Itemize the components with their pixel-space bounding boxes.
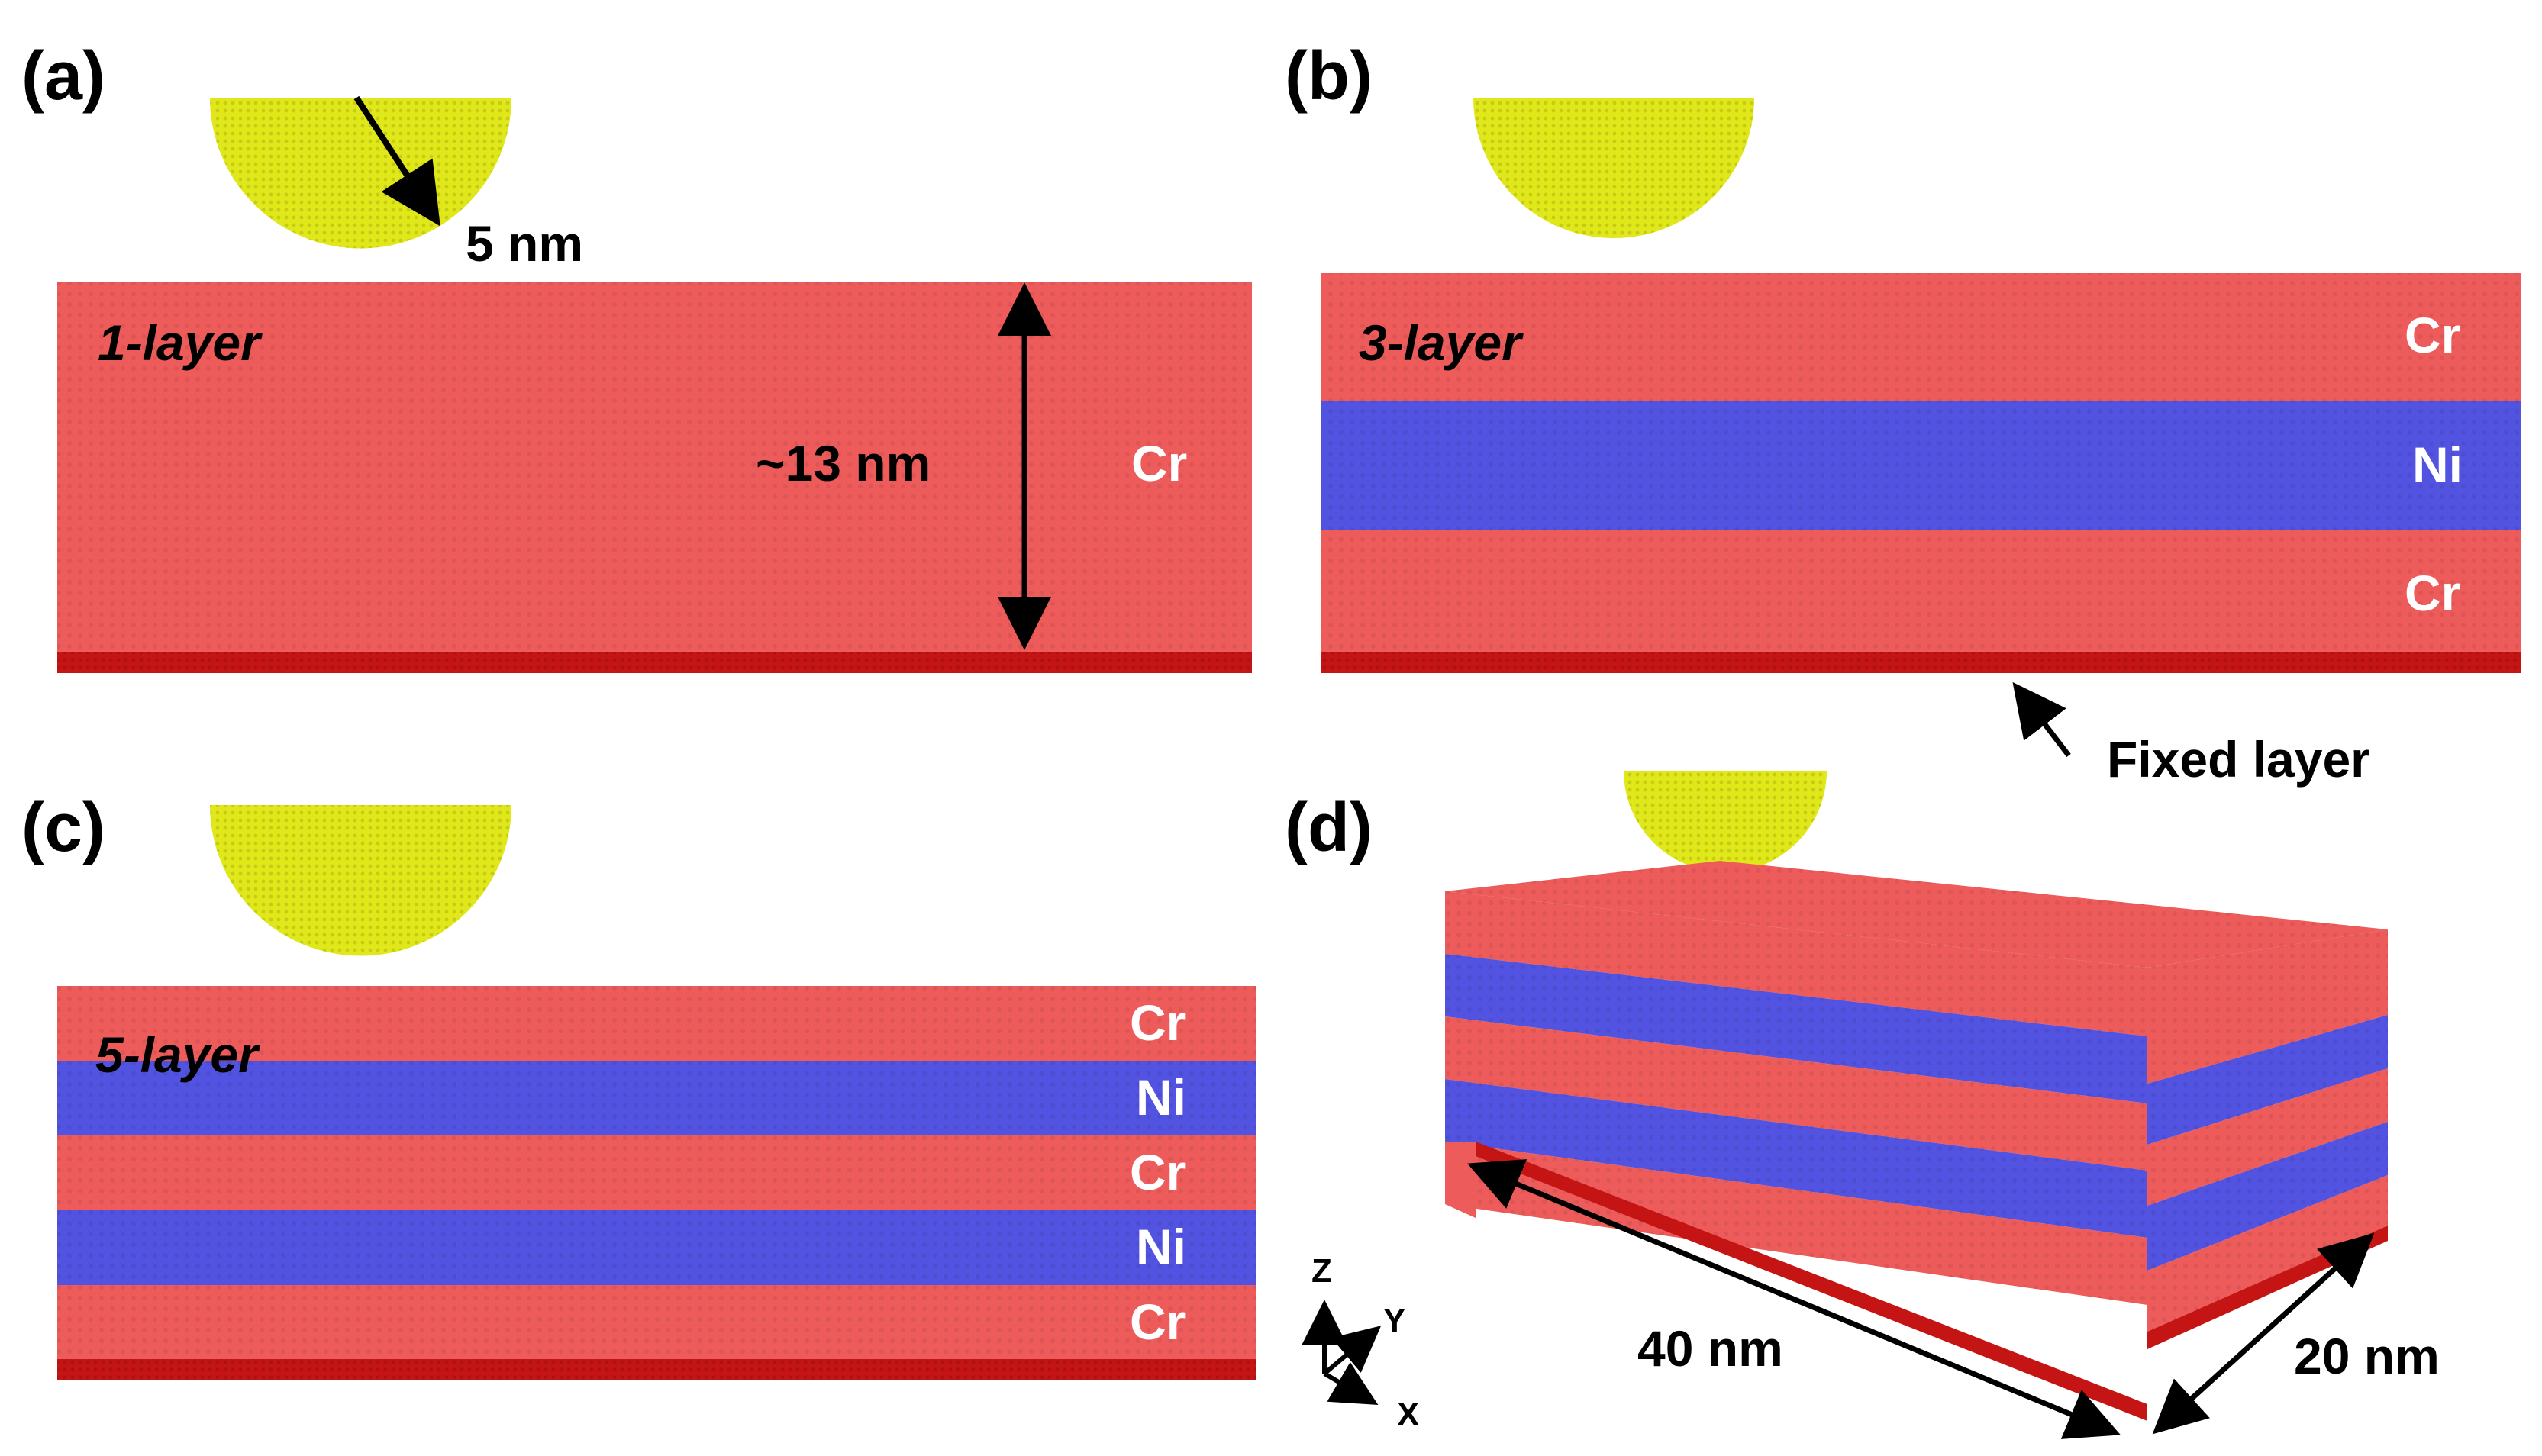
panel-c: (c) 5-layer Cr Ni Cr Ni Cr: [21, 790, 1256, 1380]
indenter-c: [210, 805, 511, 956]
thickness-label: ~13 nm: [756, 435, 931, 491]
axis-x-label: X: [1397, 1396, 1419, 1433]
film-c: [57, 986, 1256, 1380]
material-label-cr: Cr: [2405, 565, 2460, 621]
film-a: [57, 282, 1252, 673]
axis-z-label: Z: [1311, 1252, 1332, 1290]
panel-d-label: (d): [1285, 790, 1373, 866]
material-label-cr: Cr: [1131, 435, 1187, 491]
fixed-layer-label: Fixed layer: [2107, 731, 2370, 788]
radius-label: 5 nm: [466, 215, 583, 272]
material-label-cr: Cr: [1130, 1144, 1186, 1200]
fixed-layer-arrow: [2012, 681, 2071, 758]
layer-count-tag: 1-layer: [98, 314, 263, 371]
layer-count-tag: 5-layer: [95, 1026, 260, 1083]
material-label-cr: Cr: [2405, 307, 2460, 363]
length-label: 40 nm: [1637, 1320, 1783, 1377]
panel-a-label: (a): [21, 38, 105, 114]
panel-d: (d): [1285, 771, 2440, 1439]
material-label-cr: Cr: [1130, 994, 1186, 1051]
material-label-ni: Ni: [1136, 1219, 1186, 1275]
material-label-cr: Cr: [1130, 1293, 1186, 1350]
radius-arrow: [353, 95, 440, 227]
indenter-b: [1473, 98, 1754, 238]
panel-b-label: (b): [1285, 38, 1373, 114]
material-label-ni: Ni: [1136, 1069, 1186, 1126]
panel-c-label: (c): [21, 790, 105, 866]
axis-y-label: Y: [1383, 1302, 1405, 1339]
length-arrow: [1467, 1159, 2121, 1439]
material-label-ni: Ni: [2412, 436, 2463, 493]
layer-count-tag: 3-layer: [1359, 314, 1524, 371]
film-3d: [1445, 861, 2388, 1421]
width-arrow: [2152, 1232, 2375, 1435]
indenter-d: [1624, 771, 1827, 872]
width-label: 20 nm: [2294, 1328, 2440, 1384]
panel-a: (a) 5 nm 1-layer ~13 nm Cr: [21, 38, 1252, 673]
coordinate-axes: Z Y X: [1302, 1252, 1419, 1433]
panel-b: (b) 3-layer Cr Ni Cr Fixed layer: [1285, 38, 2521, 788]
film-b: [1321, 273, 2521, 673]
